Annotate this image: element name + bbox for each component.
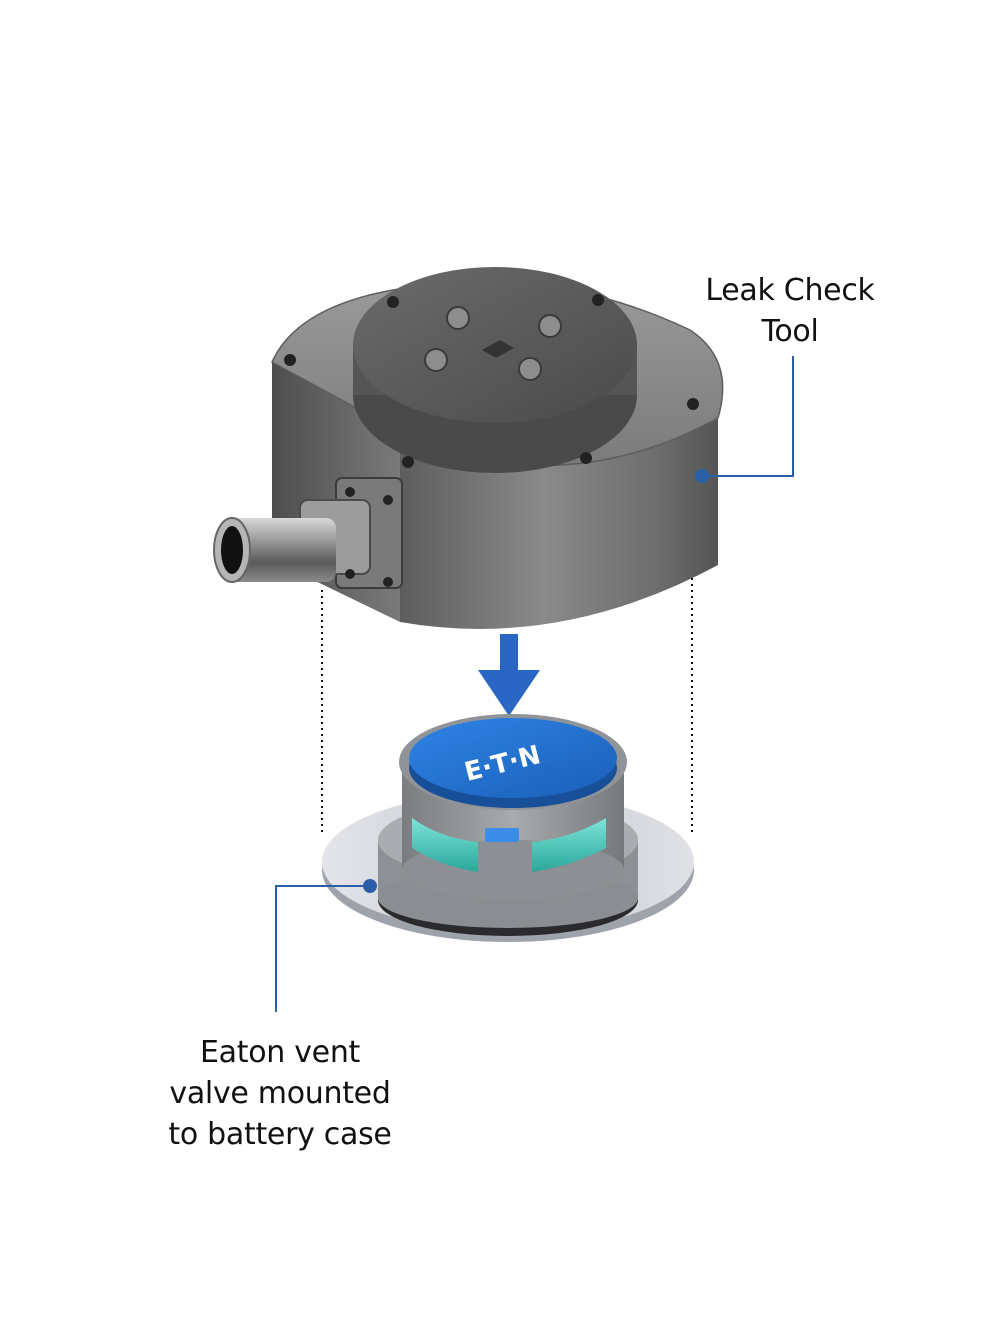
tool-port-fitting xyxy=(213,477,403,589)
valve-center-clip xyxy=(485,828,519,842)
cap-screws xyxy=(424,306,562,381)
eaton-vent-valve: E·T·N xyxy=(322,714,694,942)
arrow-down-icon xyxy=(478,634,540,716)
tool-callout-leader xyxy=(695,356,794,483)
valve-callout-leader xyxy=(275,879,377,1012)
leak-check-tool xyxy=(213,267,724,629)
valve-blue-cap xyxy=(409,718,617,798)
vent-valve-label: Eaton vent valve mounted to battery case xyxy=(168,1035,392,1152)
corner-screws xyxy=(284,294,699,468)
valve-window-right xyxy=(532,818,606,872)
leak-check-tool-label: Leak Check Tool xyxy=(705,273,875,349)
valve-window-left xyxy=(412,818,478,872)
alignment-guides xyxy=(321,578,693,832)
